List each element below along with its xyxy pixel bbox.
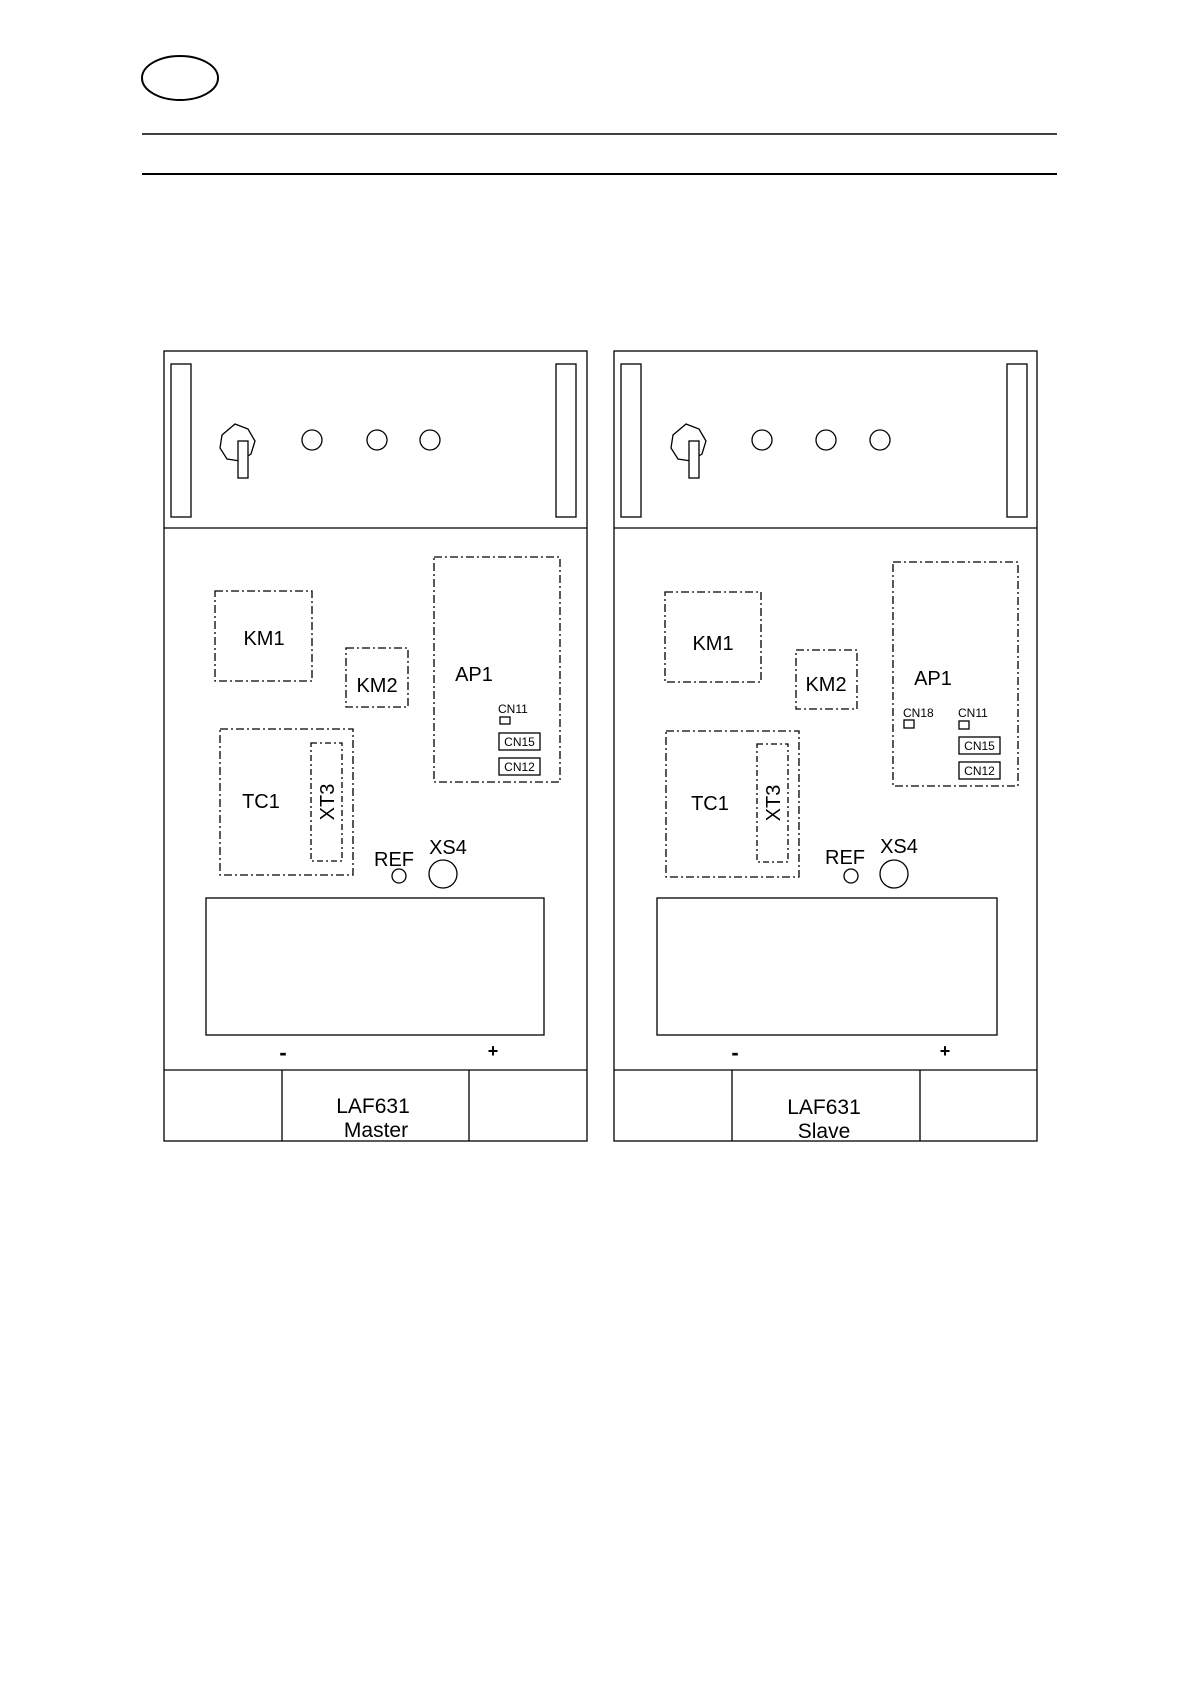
output-terminal-block — [657, 898, 997, 1035]
ref-label: REF — [825, 847, 865, 869]
ap1-outline — [434, 557, 560, 782]
model-label: LAF631 — [787, 1096, 861, 1119]
indicator-lamp-3 — [870, 430, 890, 450]
cn11-connector — [959, 721, 969, 729]
panel-rail-right — [556, 364, 576, 517]
indicator-lamp-1 — [752, 430, 772, 450]
panel-rail-left — [621, 364, 641, 517]
ref-label: REF — [374, 849, 414, 871]
indicator-lamp-2 — [367, 430, 387, 450]
xt3-label: XT3 — [317, 784, 339, 821]
cn15-label: CN15 — [504, 735, 535, 749]
model-label: LAF631 — [336, 1095, 410, 1118]
plus-terminal-label: + — [488, 1041, 499, 1061]
minus-terminal-label: - — [731, 1040, 738, 1065]
cn18-connector — [904, 720, 914, 728]
ref-socket — [844, 869, 858, 883]
km2-label: KM2 — [805, 674, 846, 696]
ap1-label: AP1 — [914, 668, 952, 690]
role-label: Master — [344, 1119, 408, 1142]
cn15-label: CN15 — [964, 739, 995, 753]
cn11-connector — [500, 717, 510, 724]
indicator-lamp-2 — [816, 430, 836, 450]
ref-socket — [392, 869, 406, 883]
toggle-switch-lever — [689, 441, 699, 478]
page-header — [142, 56, 1057, 174]
cn11-label: CN11 — [498, 702, 528, 716]
panel-rail-left — [171, 364, 191, 517]
indicator-lamp-3 — [420, 430, 440, 450]
xt3-label: XT3 — [763, 785, 785, 822]
plus-terminal-label: + — [940, 1041, 951, 1061]
cn18-label: CN18 — [903, 706, 934, 720]
language-badge — [142, 56, 218, 100]
tc1-label: TC1 — [691, 793, 729, 815]
indicator-lamp-1 — [302, 430, 322, 450]
ap1-label: AP1 — [455, 664, 493, 686]
xs4-label: XS4 — [880, 836, 918, 858]
toggle-switch-lever — [238, 441, 248, 478]
km1-label: KM1 — [692, 633, 733, 655]
xs4-socket — [429, 860, 457, 888]
ap1-outline — [893, 562, 1018, 786]
role-label: Slave — [798, 1120, 851, 1143]
cn12-label: CN12 — [504, 760, 535, 774]
output-terminal-block — [206, 898, 544, 1035]
xs4-label: XS4 — [429, 837, 467, 859]
km1-label: KM1 — [243, 628, 284, 650]
cn12-label: CN12 — [964, 764, 995, 778]
panel-rail-right — [1007, 364, 1027, 517]
unit-master-labels: KM1 KM2 AP1 CN11 CN15 CN12 TC1 XT3 REF X… — [242, 628, 535, 1142]
minus-terminal-label: - — [279, 1040, 286, 1065]
tc1-label: TC1 — [242, 791, 280, 813]
xs4-socket — [880, 860, 908, 888]
km2-label: KM2 — [356, 675, 397, 697]
cn11-label: CN11 — [958, 706, 988, 720]
